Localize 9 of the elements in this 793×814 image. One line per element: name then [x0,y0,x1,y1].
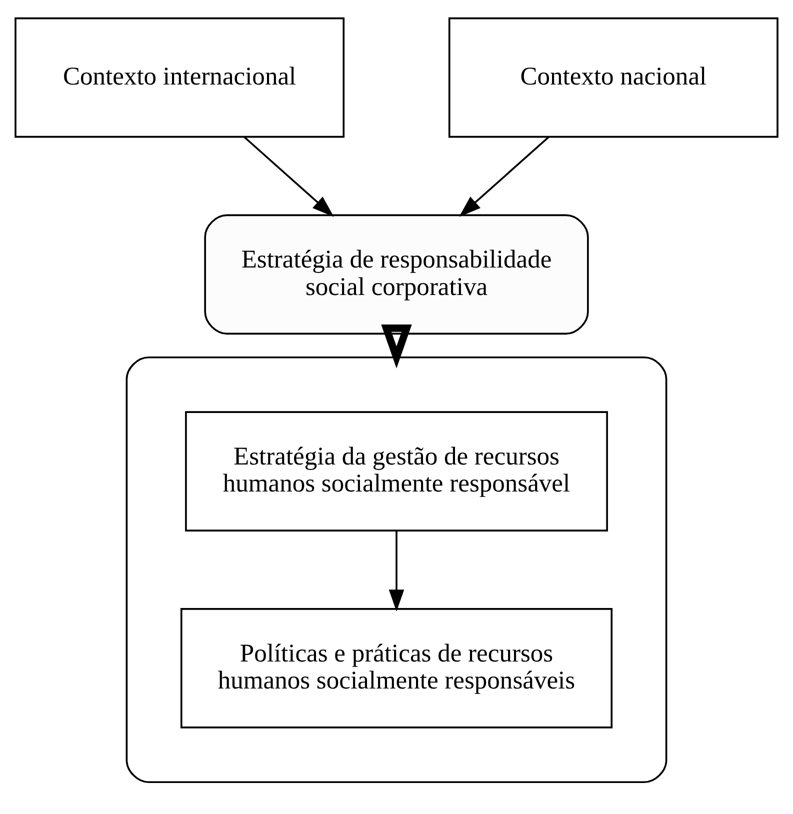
node-box: Contexto nacional [448,16,778,138]
node-box: Políticas e práticas de recursos humanos socialmente responsáveis [180,608,613,728]
arrow [243,136,334,216]
cluster [126,356,668,783]
arrow [459,136,550,216]
arrow [381,324,412,368]
arrow [388,530,404,612]
node-box: Contexto internacional [14,16,345,138]
node-box: Estratégia da gestão de recursos humanos socialmente responsável [185,410,608,531]
